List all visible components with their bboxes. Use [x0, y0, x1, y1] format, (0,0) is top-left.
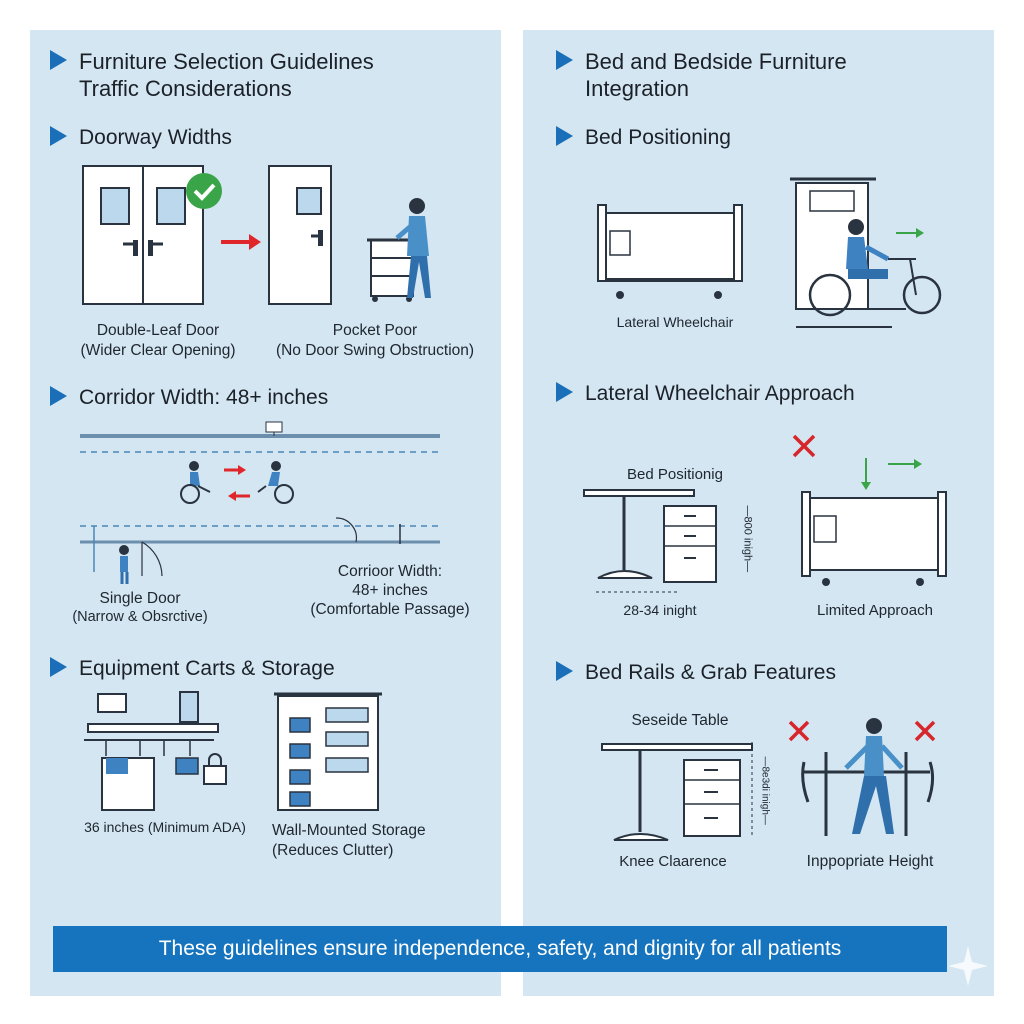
lateral-approach-heading: Lateral Wheelchair Approach [556, 380, 855, 407]
pocket-door-sub: (No Door Swing Obstruction) [275, 342, 475, 359]
doorway-heading: Doorway Widths [50, 124, 232, 151]
single-door-sub: (Narrow & Obsrctive) [72, 609, 208, 625]
lateral-approach-illustration [583, 434, 947, 593]
equipment-illustration [84, 691, 382, 811]
red-x-icon [788, 720, 936, 742]
sparkle-icon [948, 946, 988, 986]
overbed-table-icon [583, 489, 695, 579]
bullet-triangle-icon [50, 126, 67, 146]
footer-banner: These guidelines ensure independence, sa… [53, 926, 947, 972]
bedside-cabinet-icon [683, 759, 741, 837]
bedside-cabinet-icon [663, 505, 717, 583]
appropriate-height-label: Inppopriate Height [806, 853, 934, 870]
knee-clearance-label: Knee Claarence [619, 853, 727, 870]
corridor-width-label: Corrioor Width: [337, 563, 443, 580]
red-arrow-icon [221, 234, 261, 250]
equipment-heading: Equipment Carts & Storage [50, 655, 335, 682]
bullet-triangle-icon [556, 126, 573, 146]
bed-rails-illustration [601, 718, 936, 841]
doorway-illustration [82, 165, 431, 305]
right-title-line2: Integration [585, 76, 689, 101]
corridor-width-value: 48+ inches [352, 582, 428, 599]
green-arrow-icon [896, 228, 924, 238]
wall-storage-label: Wall-Mounted Storage [272, 822, 426, 839]
red-arrow-icon [224, 465, 250, 501]
bed-positioning-illustration [597, 177, 942, 328]
bullet-triangle-icon [50, 50, 67, 70]
right-title-line1: Bed and Bedside Furniture [585, 49, 847, 74]
double-door-sub: (Wider Clear Opening) [80, 342, 236, 359]
check-circle-icon [186, 173, 222, 209]
pocket-door-label: Pocket Poor [332, 322, 418, 339]
double-door-label: Double-Leaf Door [96, 322, 220, 339]
wheelchair-user-icon [257, 461, 294, 504]
limited-approach-label: Limited Approach [817, 602, 933, 619]
bullet-triangle-icon [556, 50, 573, 70]
min-ada-label: 36 inches (Minimum ADA) [84, 819, 246, 835]
hospital-bed-icon [597, 204, 743, 299]
bed-positioning-label: Bed Positionig [627, 466, 723, 483]
bullet-triangle-icon [50, 657, 67, 677]
bullet-triangle-icon [556, 661, 573, 681]
table-height-label: 28-34 inight [623, 602, 697, 618]
left-title-line2: Traffic Considerations [79, 76, 292, 101]
bed-rails-heading: Bed Rails & Grab Features [556, 659, 836, 686]
green-arrow-icon [861, 458, 922, 490]
lateral-wheelchair-caption: Lateral Wheelchair [616, 314, 734, 330]
single-door-label: Single Door [99, 590, 181, 607]
hospital-bed-icon [801, 491, 947, 586]
banner-text: These guidelines ensure independence, sa… [158, 937, 842, 960]
side-table-label: Seseide Table [631, 712, 729, 729]
corridor-heading: Corridor Width: 48+ inches [50, 384, 328, 411]
overbed-table-icon [601, 743, 753, 841]
person-walking-icon [844, 718, 904, 834]
wall-storage-sub: (Reduces Clutter) [272, 842, 394, 859]
left-title-line1: Furniture Selection Guidelines [79, 49, 374, 74]
lateral-dimension-label: —800 inigh— [741, 505, 754, 573]
rails-dimension-label: —8e3di inigh— [759, 756, 771, 825]
bullet-triangle-icon [556, 382, 573, 402]
wheelchair-user-icon [180, 461, 211, 504]
bullet-triangle-icon [50, 386, 67, 406]
corridor-width-sub: (Comfortable Passage) [310, 601, 470, 618]
nurse-with-cart-icon [367, 198, 431, 302]
wheelchair-user-icon [808, 219, 942, 317]
bed-positioning-heading: Bed Positioning [556, 124, 731, 151]
corridor-illustration [80, 421, 440, 584]
person-standing-icon [119, 545, 129, 584]
red-x-icon [792, 434, 816, 458]
